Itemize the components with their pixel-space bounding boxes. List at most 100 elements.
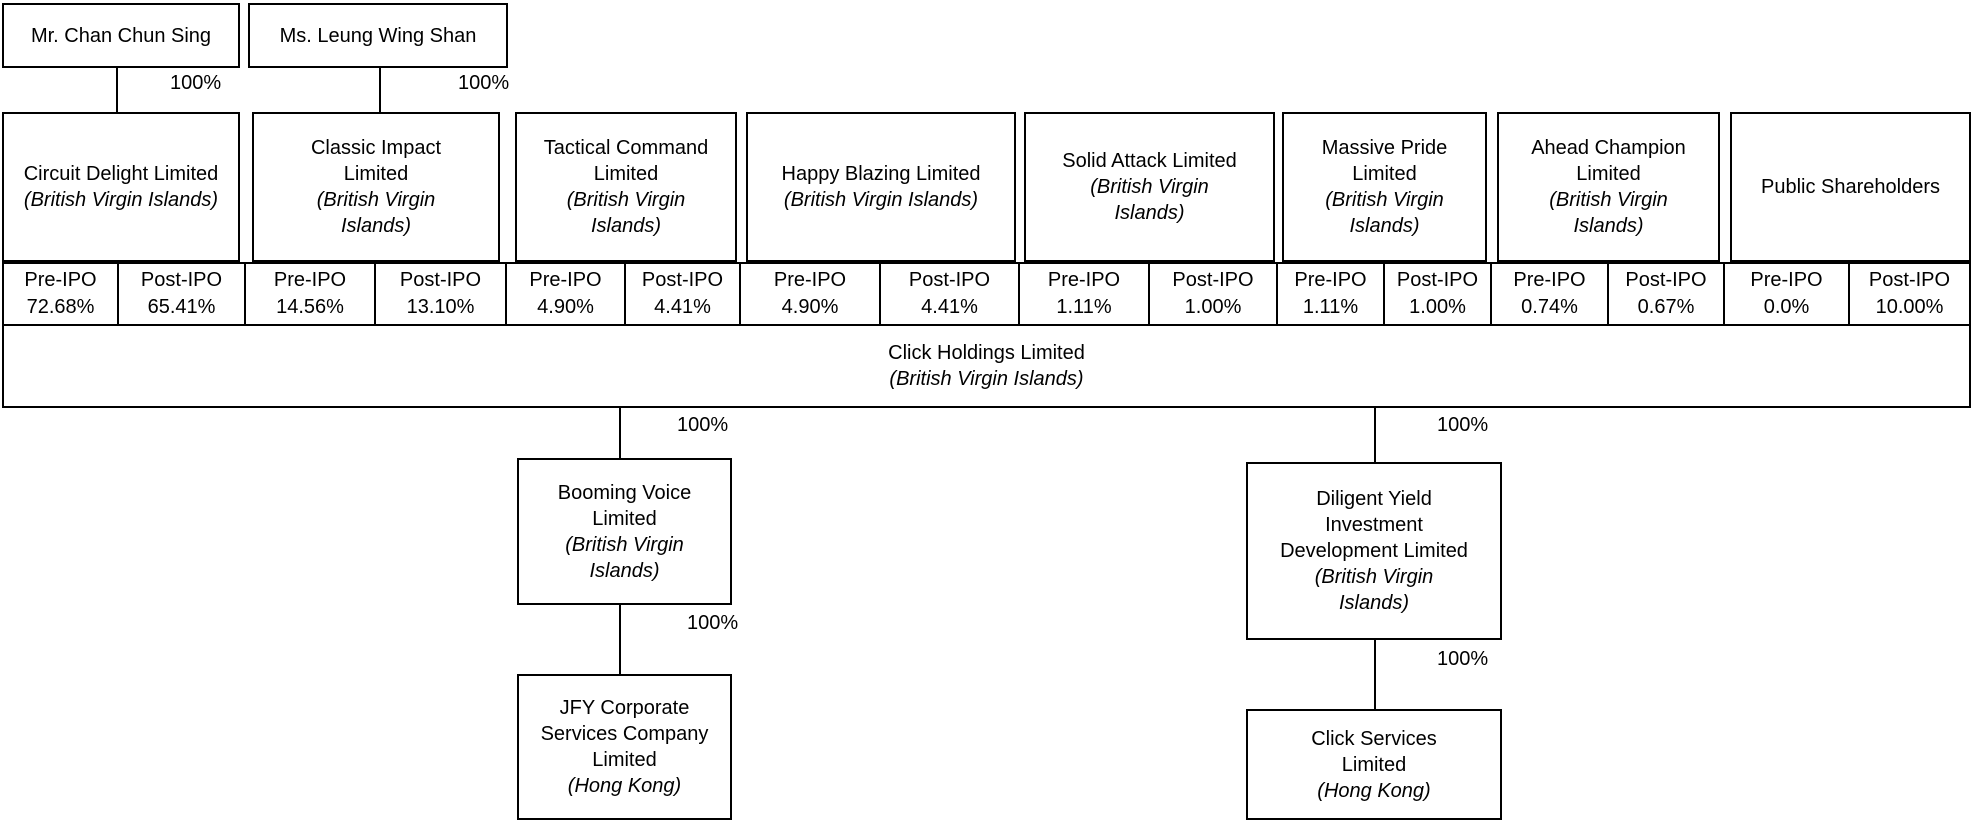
entity-name: Booming Voice [557, 481, 692, 504]
entity-name: Click Services [1311, 727, 1437, 750]
owner-box-chan-chun-sing: Mr. Chan Chun Sing [2, 3, 240, 68]
entity-name: Development Limited [1280, 540, 1468, 562]
pre-ipo-label: Pre-IPO [529, 269, 602, 291]
post-ipo-cell-tactical-command: Post-IPO 4.41% [626, 262, 741, 324]
entity-box-happy-blazing: Happy Blazing Limited (British Virgin Is… [746, 112, 1016, 262]
holding-company-box: Click Holdings Limited (British Virgin I… [2, 324, 1971, 408]
post-ipo-label: Post-IPO [1625, 269, 1707, 291]
pre-ipo-cell-circuit-delight: Pre-IPO 72.68% [2, 262, 119, 324]
pre-ipo-label: Pre-IPO [1513, 269, 1586, 291]
owner-name: Mr. Chan Chun Sing [30, 24, 212, 47]
entity-jurisdiction: Islands) [1114, 202, 1185, 224]
pre-ipo-value: 4.90% [537, 296, 594, 318]
connector-line [619, 408, 621, 458]
post-ipo-value: 10.00% [1875, 296, 1944, 318]
pre-ipo-cell-classic-impact: Pre-IPO 14.56% [246, 262, 376, 324]
entity-jurisdiction: (British Virgin [1314, 566, 1434, 588]
entity-name: Limited [592, 507, 657, 530]
pre-ipo-cell-happy-blazing: Pre-IPO 4.90% [741, 262, 881, 324]
post-ipo-label: Post-IPO [908, 269, 991, 291]
entity-jurisdiction: Islands) [1573, 215, 1644, 237]
connector-line [379, 68, 381, 112]
entity-jurisdiction: Islands) [340, 215, 412, 237]
entity-box-solid-attack: Solid Attack Limited (British Virgin Isl… [1024, 112, 1275, 262]
ownership-label: 100% [687, 612, 739, 634]
pre-ipo-label: Pre-IPO [773, 269, 847, 291]
entity-jurisdiction: (British Virgin [1549, 189, 1668, 211]
entity-jurisdiction: (British Virgin [565, 533, 684, 556]
post-ipo-label: Post-IPO [399, 269, 482, 291]
entity-box-jfy-corporate-services: JFY Corporate Services Company Limited (… [517, 674, 732, 820]
entity-jurisdiction: (British Virgin [1090, 176, 1209, 198]
post-ipo-cell-ahead-champion: Post-IPO 0.67% [1609, 262, 1725, 324]
entity-name: Solid Attack Limited [1062, 150, 1237, 172]
post-ipo-label: Post-IPO [140, 269, 223, 291]
entity-name: Massive Pride [1321, 137, 1448, 159]
entity-box-diligent-yield: Diligent Yield Investment Development Li… [1246, 462, 1502, 640]
post-ipo-cell-happy-blazing: Post-IPO 4.41% [881, 262, 1020, 324]
entity-jurisdiction: Islands) [1338, 592, 1410, 614]
connector-line [1374, 640, 1376, 709]
entity-jurisdiction: (Hong Kong) [567, 775, 682, 797]
entity-jurisdiction: (British Virgin Islands) [783, 189, 979, 211]
entity-name: Limited [593, 163, 659, 185]
entity-name: Limited [1352, 163, 1417, 185]
post-ipo-cell-classic-impact: Post-IPO 13.10% [376, 262, 507, 324]
post-ipo-value: 1.00% [1184, 296, 1242, 318]
entity-jurisdiction: (British Virgin [1325, 189, 1444, 211]
post-ipo-label: Post-IPO [641, 269, 724, 291]
pre-ipo-value: 4.90% [781, 296, 839, 318]
entity-name: Limited [1341, 753, 1407, 776]
entity-name: Services Company [540, 723, 709, 745]
post-ipo-cell-public-shareholders: Post-IPO 10.00% [1850, 262, 1971, 324]
holding-company-jurisdiction: (British Virgin Islands) [889, 368, 1084, 390]
pre-ipo-label: Pre-IPO [1294, 269, 1367, 291]
pre-ipo-cell-massive-pride: Pre-IPO 1.11% [1278, 262, 1385, 324]
pre-ipo-cell-public-shareholders: Pre-IPO 0.0% [1725, 262, 1850, 324]
pre-ipo-cell-ahead-champion: Pre-IPO 0.74% [1492, 262, 1609, 324]
post-ipo-value: 4.41% [921, 296, 978, 318]
pre-ipo-value: 1.11% [1056, 296, 1112, 318]
post-ipo-label: Post-IPO [1172, 269, 1254, 291]
entity-box-ahead-champion: Ahead Champion Limited (British Virgin I… [1497, 112, 1720, 262]
post-ipo-label: Post-IPO [1868, 269, 1951, 291]
post-ipo-value: 1.00% [1409, 296, 1466, 318]
pre-ipo-label: Pre-IPO [1047, 269, 1121, 291]
entity-name: Tactical Command [543, 137, 709, 159]
connector-line [1374, 408, 1376, 462]
entity-name: Limited [1576, 163, 1641, 185]
ownership-label: 100% [170, 72, 222, 94]
ownership-label: 100% [677, 414, 729, 436]
entity-jurisdiction: (British Virgin [566, 189, 686, 211]
ownership-label: 100% [1437, 648, 1489, 670]
entity-box-classic-impact: Classic Impact Limited (British Virgin I… [252, 112, 500, 262]
entity-name: Ahead Champion [1531, 137, 1686, 159]
entity-name: Classic Impact [310, 137, 442, 159]
entity-box-click-services: Click Services Limited (Hong Kong) [1246, 709, 1502, 820]
entity-box-tactical-command: Tactical Command Limited (British Virgin… [515, 112, 737, 262]
pre-ipo-cell-tactical-command: Pre-IPO 4.90% [507, 262, 626, 324]
ownership-label: 100% [1437, 414, 1489, 436]
entity-name: Investment [1325, 514, 1423, 536]
entity-name: JFY Corporate [559, 697, 690, 719]
post-ipo-cell-solid-attack: Post-IPO 1.00% [1150, 262, 1278, 324]
entity-jurisdiction: (British Virgin [316, 189, 436, 211]
owner-name: Ms. Leung Wing Shan [279, 24, 477, 47]
pre-ipo-value: 0.0% [1763, 296, 1810, 318]
entity-box-circuit-delight: Circuit Delight Limited (British Virgin … [2, 112, 240, 262]
pre-ipo-label: Pre-IPO [24, 269, 97, 291]
pre-ipo-value: 14.56% [276, 296, 344, 318]
pre-ipo-label: Pre-IPO [273, 269, 347, 291]
post-ipo-value: 13.10% [406, 296, 475, 318]
entity-name: Limited [592, 749, 657, 771]
ownership-label: 100% [458, 72, 510, 94]
pre-ipo-value: 72.68% [26, 296, 95, 318]
post-ipo-value: 65.41% [147, 296, 216, 318]
entity-name: Diligent Yield [1316, 488, 1432, 510]
entity-box-massive-pride: Massive Pride Limited (British Virgin Is… [1282, 112, 1487, 262]
entity-jurisdiction: (Hong Kong) [1317, 779, 1431, 802]
post-ipo-value: 0.67% [1637, 296, 1695, 318]
post-ipo-value: 4.41% [654, 296, 711, 318]
pre-ipo-value: 0.74% [1521, 296, 1578, 318]
